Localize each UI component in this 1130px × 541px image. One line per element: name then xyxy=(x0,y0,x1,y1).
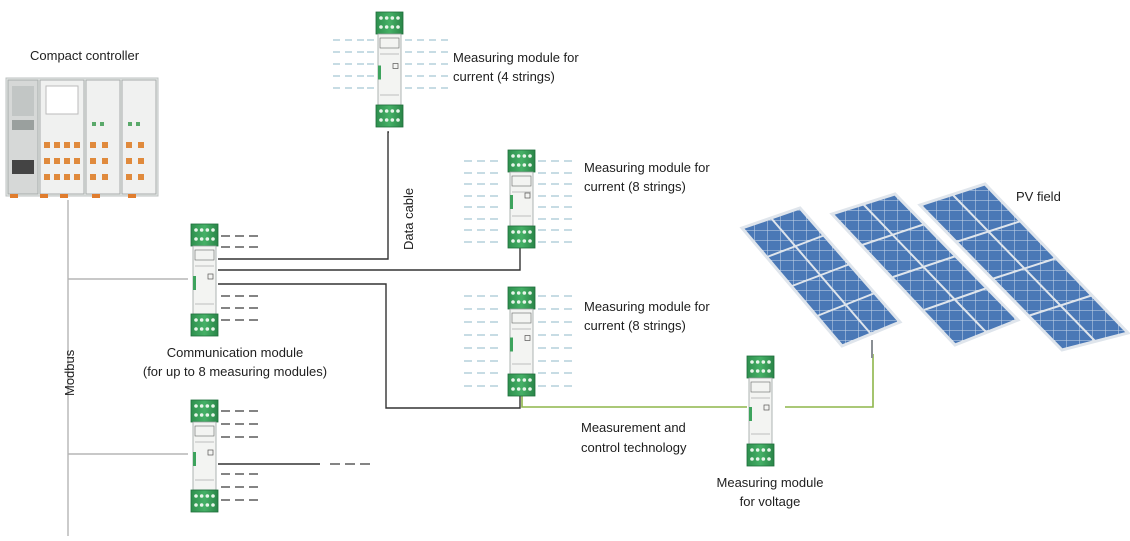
label-measuring-voltage-line1: Measuring module xyxy=(716,475,824,490)
label-measuring-current-4-line1: Measuring module for xyxy=(453,50,579,65)
pv-panel-3 xyxy=(917,182,1130,352)
measuring-module-current-8-top xyxy=(507,149,536,249)
pv-panel-1 xyxy=(739,206,903,358)
data-cables xyxy=(218,131,521,465)
label-pv-field: PV field xyxy=(1016,189,1061,204)
label-modbus: Modbus xyxy=(62,349,77,396)
label-measurement-control-line1: Measurement and xyxy=(581,420,686,435)
label-measuring-current-8-top-line2: current (8 strings) xyxy=(584,179,686,194)
communication-module-1 xyxy=(190,223,219,337)
measuring-module-voltage xyxy=(746,355,775,467)
label-communication-module-line1: Communication module xyxy=(166,345,304,360)
string-dashes xyxy=(333,39,572,387)
label-data-cable: Data cable xyxy=(401,187,416,250)
label-measuring-voltage-line2: for voltage xyxy=(739,494,801,509)
voltage-measurement-line xyxy=(521,396,747,408)
label-measurement-control-line2: control technology xyxy=(581,440,687,455)
label-measuring-current-8-top-line1: Measuring module for xyxy=(584,160,710,175)
label-measuring-current-4-line2: current (4 strings) xyxy=(453,69,555,84)
pv-voltage-line xyxy=(785,354,874,408)
compact-controller xyxy=(5,77,159,198)
label-measuring-current-8-bottom-line2: current (8 strings) xyxy=(584,318,686,333)
comm-module-dashes xyxy=(221,235,258,501)
label-measuring-current-8-bottom-line1: Measuring module for xyxy=(584,299,710,314)
label-compact-controller: Compact controller xyxy=(30,48,140,63)
communication-module-2 xyxy=(190,399,219,513)
pv-field xyxy=(739,182,1130,358)
modbus-lines xyxy=(67,200,188,536)
pv-panel-2 xyxy=(829,192,1021,347)
measuring-module-current-4 xyxy=(375,11,404,128)
measuring-module-current-8-bottom xyxy=(507,286,536,397)
label-communication-module-line2: (for up to 8 measuring modules) xyxy=(142,364,328,379)
modules xyxy=(190,11,775,513)
